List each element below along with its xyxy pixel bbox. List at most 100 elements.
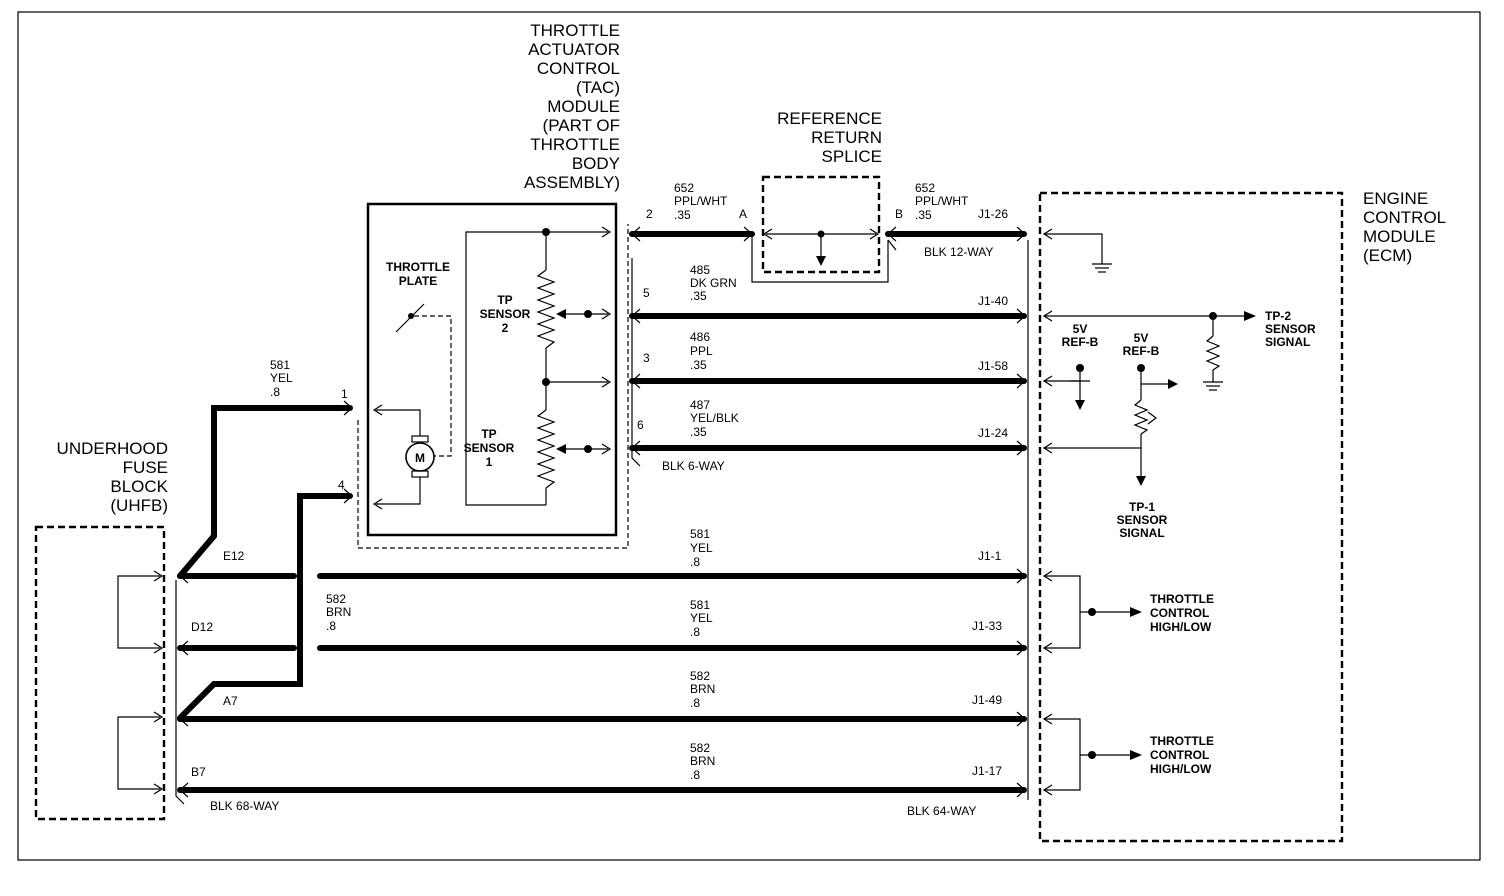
pin-3: 3 xyxy=(643,351,650,365)
svg-text:(TAC): (TAC) xyxy=(576,78,620,97)
pin-b7: B7 xyxy=(191,765,206,779)
svg-text:SENSOR: SENSOR xyxy=(464,441,515,455)
throttle-control-label-1: THROTTLE CONTROL HIGH/LOW xyxy=(1150,592,1214,634)
blk12-connector-shell xyxy=(887,239,897,251)
svg-text:(ECM): (ECM) xyxy=(1363,246,1412,265)
svg-text:582: 582 xyxy=(690,669,710,683)
svg-text:SPLICE: SPLICE xyxy=(822,147,882,166)
pin-j1-26: J1-26 xyxy=(978,207,1008,221)
throttle-control-label-2: THROTTLE CONTROL HIGH/LOW xyxy=(1150,734,1214,776)
svg-text:THROTTLE: THROTTLE xyxy=(530,21,620,40)
svg-text:.35: .35 xyxy=(674,208,691,222)
svg-text:MODULE: MODULE xyxy=(1363,227,1436,246)
wire-581-ecm-1 xyxy=(177,568,1027,584)
tp2-wiper xyxy=(556,309,608,319)
pin-1: 1 xyxy=(341,387,348,401)
svg-text:ASSEMBLY): ASSEMBLY) xyxy=(524,173,620,192)
wire-487 xyxy=(629,440,1027,456)
svg-text:BODY: BODY xyxy=(572,154,620,173)
svg-text:.8: .8 xyxy=(270,385,280,399)
pin-j1-33: J1-33 xyxy=(972,619,1002,633)
svg-text:MODULE: MODULE xyxy=(547,97,620,116)
wire-581a-label: 581 YEL .8 xyxy=(270,358,293,399)
wire-581c-label: 581 YEL .8 xyxy=(690,598,713,639)
splice-title: REFERENCE RETURN SPLICE xyxy=(777,109,882,166)
svg-text:TP: TP xyxy=(497,293,512,307)
wire-485-label: 485 DK GRN .35 xyxy=(690,263,737,303)
svg-text:485: 485 xyxy=(690,263,710,277)
tp2-resistor xyxy=(536,269,556,349)
pin-e12: E12 xyxy=(223,549,245,563)
svg-text:DK GRN: DK GRN xyxy=(690,276,737,290)
svg-text:SENSOR: SENSOR xyxy=(1117,513,1168,527)
uhfb-title: UNDERHOOD FUSE BLOCK (UHFB) xyxy=(57,439,169,515)
svg-text:FUSE: FUSE xyxy=(123,458,168,477)
splice-box xyxy=(761,175,881,274)
ecm-throttle-control-2 xyxy=(1042,713,1142,796)
svg-text:BRN: BRN xyxy=(690,754,715,768)
svg-text:PPL/WHT: PPL/WHT xyxy=(915,194,969,208)
svg-text:TP: TP xyxy=(481,427,496,441)
throttle-plate-label: THROTTLE PLATE xyxy=(386,260,450,288)
connector-blk68: BLK 68-WAY xyxy=(210,799,279,813)
pin-2: 2 xyxy=(646,207,653,221)
uhfb-box xyxy=(34,525,166,821)
svg-text:HIGH/LOW: HIGH/LOW xyxy=(1150,762,1212,776)
svg-text:581: 581 xyxy=(270,358,290,372)
ref-b2-label: 5V REF-B xyxy=(1123,331,1160,358)
tac-module-box xyxy=(366,202,618,537)
pin-j1-49: J1-49 xyxy=(972,693,1002,707)
svg-text:PPL/WHT: PPL/WHT xyxy=(674,194,728,208)
svg-text:SIGNAL: SIGNAL xyxy=(1265,335,1310,349)
wire-582c-label: 582 BRN .8 xyxy=(690,741,715,782)
tp2-label: TP SENSOR 2 xyxy=(480,293,531,335)
sensor-frame xyxy=(465,231,608,506)
svg-text:YEL: YEL xyxy=(690,611,713,625)
svg-text:YEL/BLK: YEL/BLK xyxy=(690,411,739,425)
pin-a7: A7 xyxy=(223,694,238,708)
svg-text:REFERENCE: REFERENCE xyxy=(777,109,882,128)
ecm-box xyxy=(1038,191,1344,843)
svg-text:1: 1 xyxy=(486,455,493,469)
svg-text:M: M xyxy=(415,451,425,465)
pin-5: 5 xyxy=(643,286,650,300)
svg-text:UNDERHOOD: UNDERHOOD xyxy=(57,439,168,458)
svg-text:.35: .35 xyxy=(690,358,707,372)
svg-text:PPL: PPL xyxy=(690,344,713,358)
svg-text:5V: 5V xyxy=(1134,331,1149,345)
pin-j1-40: J1-40 xyxy=(978,294,1008,308)
svg-text:5V: 5V xyxy=(1073,322,1088,336)
pin-6: 6 xyxy=(637,418,644,432)
svg-text:TP-1: TP-1 xyxy=(1129,500,1155,514)
wire-581-tac xyxy=(177,400,353,579)
svg-text:YEL: YEL xyxy=(270,371,293,385)
svg-text:.35: .35 xyxy=(915,208,932,222)
wire-582-ecm-17 xyxy=(177,782,1027,798)
pin-b: B xyxy=(895,207,903,221)
svg-text:CONTROL: CONTROL xyxy=(1363,208,1446,227)
blk68-connector-shell xyxy=(175,580,185,805)
svg-text:BRN: BRN xyxy=(690,682,715,696)
splice-internal xyxy=(751,228,889,283)
svg-text:TP-2: TP-2 xyxy=(1265,309,1291,323)
svg-text:582: 582 xyxy=(326,592,346,606)
ecm-ref-b2-circuit xyxy=(1042,364,1178,486)
ecm-tp2-circuit xyxy=(1042,310,1256,391)
tp1-signal-label: TP-1 SENSOR SIGNAL xyxy=(1117,500,1168,540)
wire-581b-label: 581 YEL .8 xyxy=(690,527,713,569)
tp1-label: TP SENSOR 1 xyxy=(464,427,515,469)
svg-text:.8: .8 xyxy=(326,619,336,633)
svg-text:(UHFB): (UHFB) xyxy=(110,496,168,515)
svg-text:YEL: YEL xyxy=(690,541,713,555)
svg-text:ACTUATOR: ACTUATOR xyxy=(528,40,620,59)
svg-text:582: 582 xyxy=(690,741,710,755)
ecm-title: ENGINE CONTROL MODULE (ECM) xyxy=(1363,189,1446,265)
tac-module-title: THROTTLE ACTUATOR CONTROL (TAC) MODULE (… xyxy=(524,21,620,192)
svg-text:.35: .35 xyxy=(690,289,707,303)
tac-connector-outline xyxy=(357,224,629,549)
tp1-resistor xyxy=(536,409,556,489)
svg-text:THROTTLE: THROTTLE xyxy=(1150,734,1214,748)
svg-text:REF-B: REF-B xyxy=(1123,344,1160,358)
pin-4: 4 xyxy=(338,478,345,492)
svg-text:487: 487 xyxy=(690,398,710,412)
